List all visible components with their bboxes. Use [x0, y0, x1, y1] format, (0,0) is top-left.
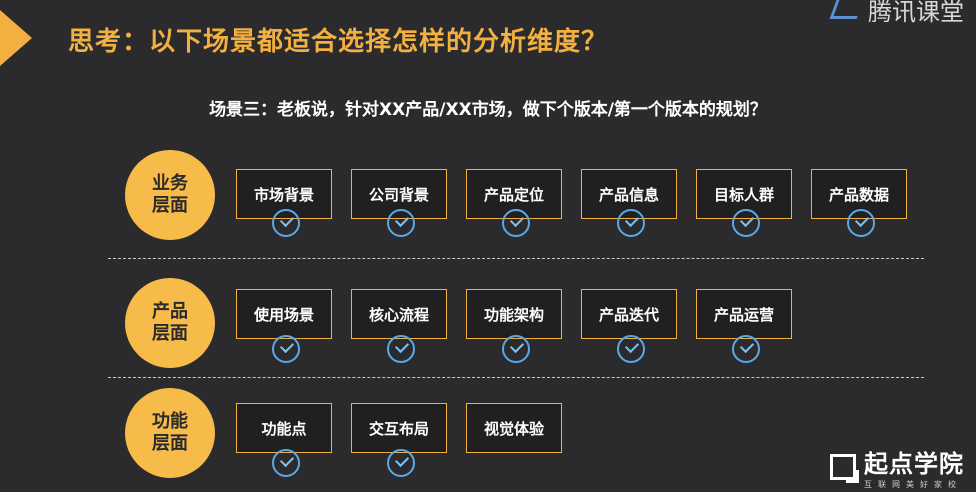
divider: [108, 377, 924, 378]
brand-mark-icon: [830, 454, 859, 483]
check-circle-icon: [272, 335, 300, 363]
item-box: 使用场景: [236, 289, 332, 339]
check-circle-icon: [732, 209, 760, 237]
check-circle-icon: [387, 449, 415, 477]
title-arrow-icon: [0, 10, 32, 66]
item-box: 功能架构: [466, 289, 562, 339]
item-box: 产品运营: [696, 289, 792, 339]
check-circle-icon: [732, 335, 760, 363]
row-label-function: 功能 层面: [125, 388, 215, 478]
item-box: 产品数据: [811, 169, 907, 219]
check-circle-icon: [387, 209, 415, 237]
check-circle-icon: [272, 449, 300, 477]
brand-name: 起点学院: [864, 450, 964, 478]
check-circle-icon: [617, 335, 645, 363]
check-circle-icon: [847, 209, 875, 237]
item-box: 公司背景: [351, 169, 447, 219]
row-label-text: 产品 层面: [152, 301, 188, 344]
scenario-text: 场景三：老板说，针对XX产品/XX市场，做下个版本/第一个版本的规划？: [209, 100, 767, 120]
check-circle-icon: [502, 335, 530, 363]
check-circle-icon: [387, 335, 415, 363]
corner-logo: 腾讯课堂: [829, 0, 964, 27]
logo-mark-icon: [829, 0, 864, 19]
item-box: 视觉体验: [466, 403, 562, 453]
check-circle-icon: [502, 209, 530, 237]
row-label-text: 业务 层面: [152, 173, 188, 216]
row-label-business: 业务 层面: [125, 150, 215, 240]
item-box: 交互布局: [351, 403, 447, 453]
check-circle-icon: [617, 209, 645, 237]
item-box: 产品迭代: [581, 289, 677, 339]
row-label-text: 功能 层面: [152, 411, 188, 454]
item-box: 核心流程: [351, 289, 447, 339]
corner-logo-text: 腾讯课堂: [868, 0, 964, 26]
row-label-product: 产品 层面: [125, 278, 215, 368]
brand-tagline: 互联网美好家校: [864, 480, 962, 489]
item-box: 功能点: [236, 403, 332, 453]
check-circle-icon: [272, 209, 300, 237]
divider: [108, 258, 924, 259]
page-title: 思考：以下场景都适合选择怎样的分析维度？: [68, 27, 609, 57]
brand-logo: 起点学院 互联网美好家校: [830, 444, 964, 490]
